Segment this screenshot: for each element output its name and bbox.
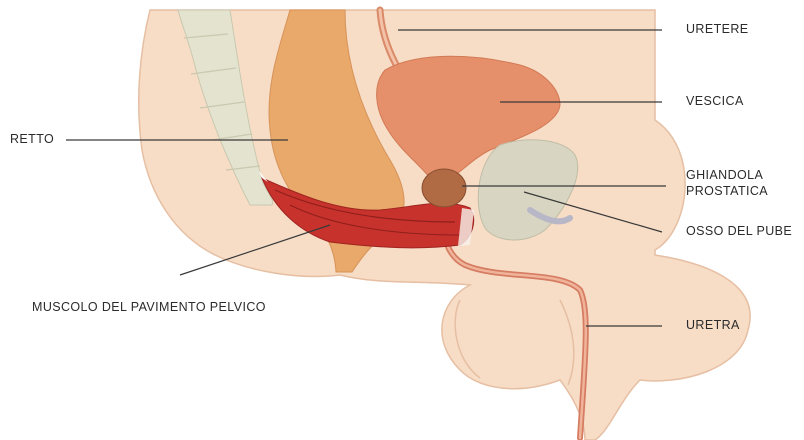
label-uretere: URETERE: [686, 22, 749, 37]
label-ghiandola-line2: PROSTATICA: [686, 184, 768, 199]
prostate-gland: [422, 169, 466, 207]
label-osso-pube: OSSO DEL PUBE: [686, 224, 792, 239]
label-vescica: VESCICA: [686, 94, 744, 109]
label-ghiandola-line1: GHIANDOLA: [686, 168, 763, 183]
label-muscolo: MUSCOLO DEL PAVIMENTO PELVICO: [32, 300, 266, 315]
label-uretra: URETRA: [686, 318, 740, 333]
label-retto: RETTO: [10, 132, 54, 147]
